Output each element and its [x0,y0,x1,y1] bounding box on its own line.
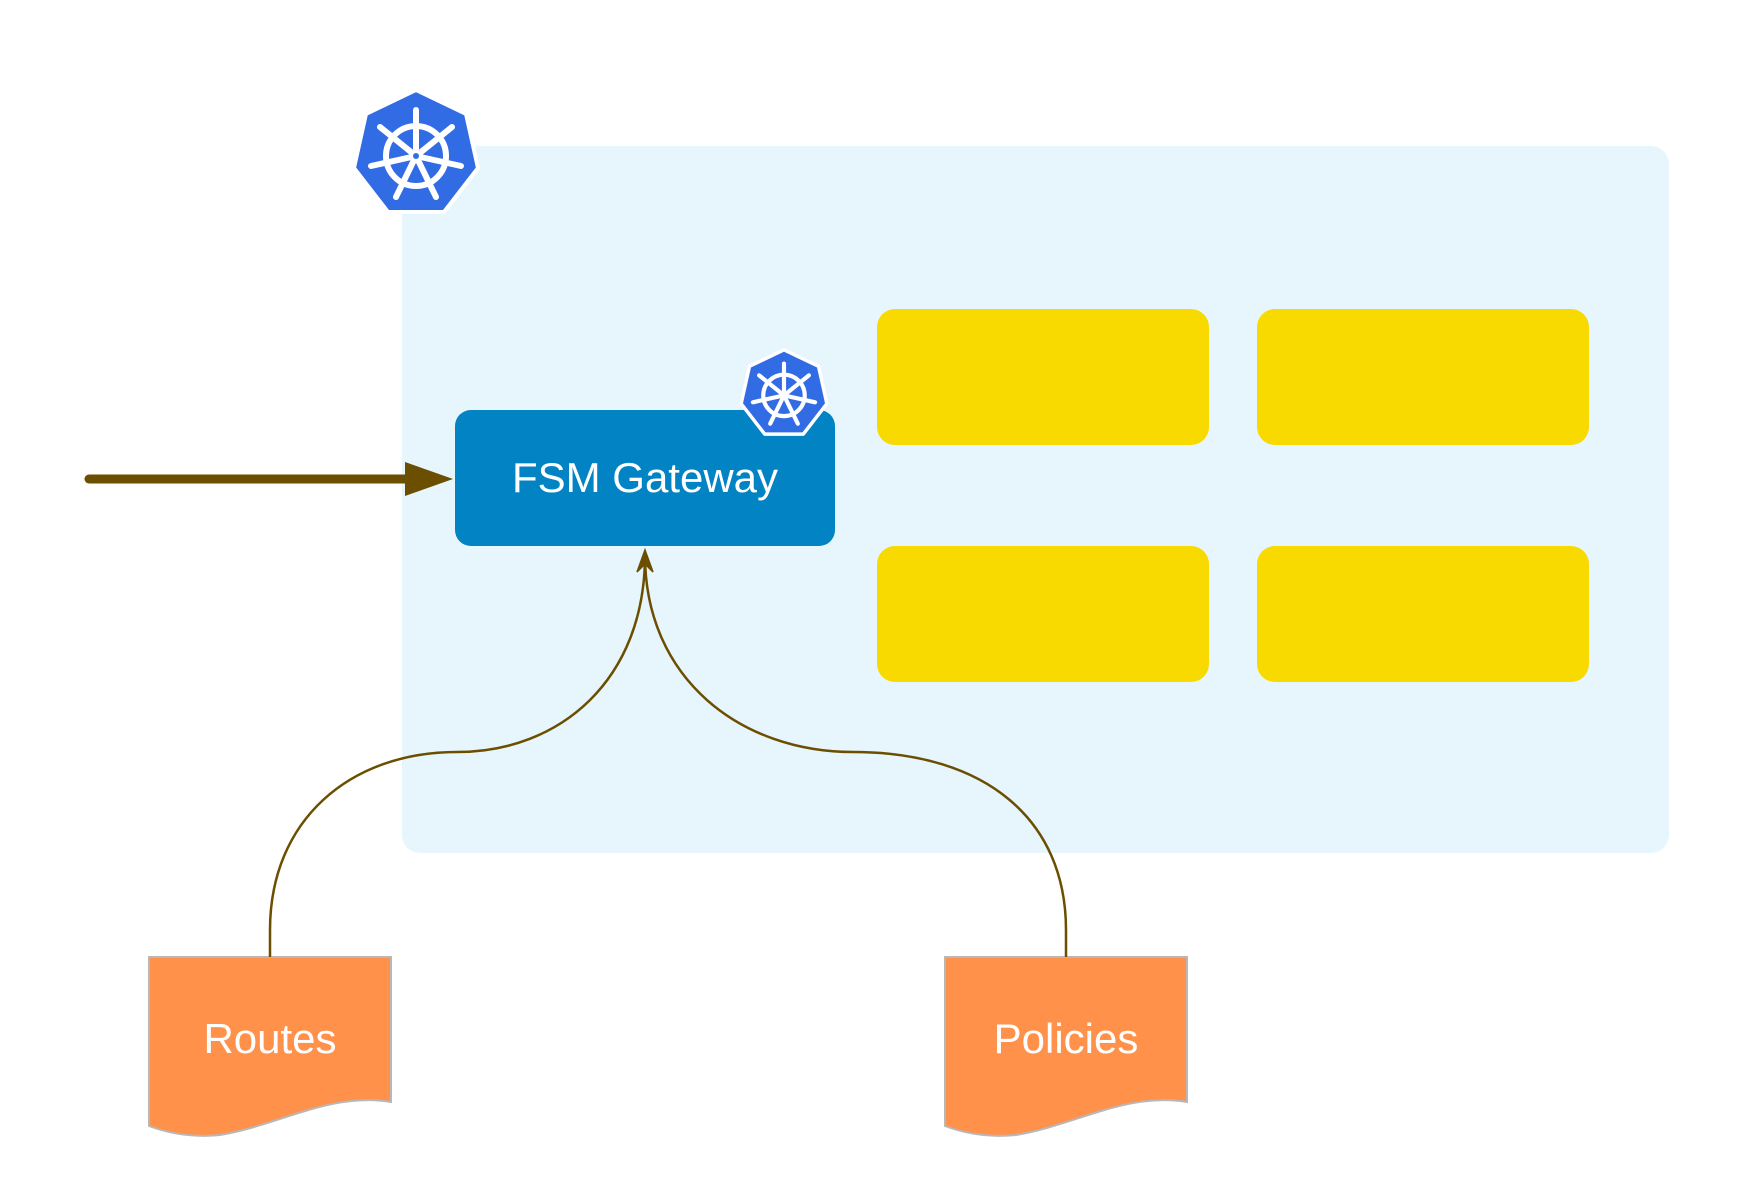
routes-document[interactable] [148,956,392,1137]
routes-edge [268,554,647,957]
service-box[interactable] [877,309,1209,445]
kubernetes-icon [739,348,829,436]
service-box[interactable] [1257,546,1589,682]
service-box[interactable] [877,546,1209,682]
policies-label: Policies [993,1015,1139,1062]
routes-label: Routes [203,1015,337,1062]
ingress-arrow-head [405,462,453,496]
service-box[interactable] [1257,309,1589,445]
policies-edge [643,554,1068,957]
gateway-arrow-head [636,547,654,573]
gateway-label: FSM Gateway [511,454,779,501]
policies-document[interactable] [944,956,1188,1137]
kubernetes-icon [352,88,480,214]
